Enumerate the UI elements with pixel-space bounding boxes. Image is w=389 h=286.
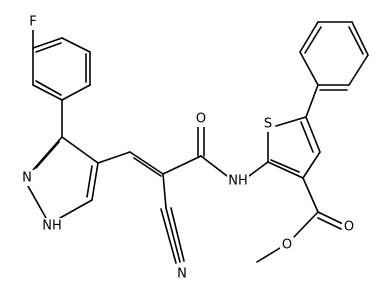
ester-ether-oxygen-atom: O (280, 237, 294, 253)
phenyl-bond (299, 51, 319, 86)
fluorine-label: F (29, 15, 36, 30)
ester-ether-oxygen-label: O (282, 238, 292, 253)
pyrazole-n-n-bond (27, 185, 47, 219)
atom-label-layer: F N NH N O NH S O (20, 14, 356, 282)
phenyl-inner-bond (304, 26, 322, 54)
pyrazole-inner-bond (35, 141, 60, 169)
vinyl-bond (97, 151, 131, 164)
nitrile-inner-bond (160, 208, 177, 264)
nitrile-bond (165, 207, 181, 263)
fluorine-atom: F (26, 14, 40, 30)
pyrazole-nitrogen-label: N (22, 171, 32, 186)
nitrile-nitrogen-label: N (177, 267, 187, 282)
amide-nh-atom: NH (227, 173, 249, 189)
bond-layer (27, 21, 369, 264)
thiophene-bond (305, 116, 321, 153)
thiophene-bond (302, 151, 321, 179)
ester-carbonyl-oxygen-atom: O (342, 219, 356, 235)
ester-methyl-bond (256, 247, 281, 263)
acyl-bond (162, 155, 202, 175)
phenyl-bond (348, 54, 369, 86)
aryl-bond (32, 84, 63, 101)
thiophene-sulfur-atom: S (261, 116, 275, 132)
pyrazole-nh-label: NH (42, 219, 62, 234)
amide-nh-label: NH (228, 174, 248, 189)
pyrazole-bond (59, 199, 93, 219)
pyrazole-inner-bond (86, 165, 93, 198)
pyrazole-nitrogen-atom: N (20, 170, 34, 186)
amide-oxygen-atom: O (194, 111, 208, 127)
aryl-inner-bond (35, 42, 62, 53)
nitrile-nitrogen-atom: N (175, 266, 189, 282)
aryl-bond (61, 84, 91, 101)
pyrazole-bond (91, 162, 99, 201)
ester-co-bond (317, 217, 342, 230)
thiophene-bond (267, 161, 304, 179)
ester-co-bond (317, 211, 344, 225)
thiophene-sulfur-label: S (264, 117, 272, 132)
thiophene-inner-bond (300, 121, 314, 153)
ester-link-bond (302, 177, 319, 213)
amide-c-n-bond (200, 155, 228, 177)
alkene-inner-bond (133, 157, 162, 177)
pyrazole-bond (32, 136, 63, 171)
thiophene-s-c-bond (275, 116, 307, 127)
phenyl-bond (351, 21, 369, 56)
nitrile-inner-bond (170, 207, 185, 262)
n-thiophene-bond (248, 161, 269, 177)
phenyl-bond (299, 21, 319, 53)
alkene-bond (129, 151, 164, 175)
aryl-bond (61, 37, 91, 53)
pyrazole-nh-atom: NH (41, 218, 63, 234)
ester-carbonyl-oxygen-label: O (344, 220, 354, 235)
ester-c-o-bond (292, 211, 319, 239)
phenyl-inner-bond (348, 26, 364, 55)
thiophene-inner-bond (270, 159, 300, 173)
thiophene-phenyl-bond (305, 84, 319, 118)
c-cn-bond (162, 173, 167, 209)
amide-oxygen-label: O (196, 112, 206, 127)
aryl-inner-bond (35, 80, 62, 96)
aryl-bond (32, 37, 63, 49)
pyrazole-bond (61, 136, 99, 164)
